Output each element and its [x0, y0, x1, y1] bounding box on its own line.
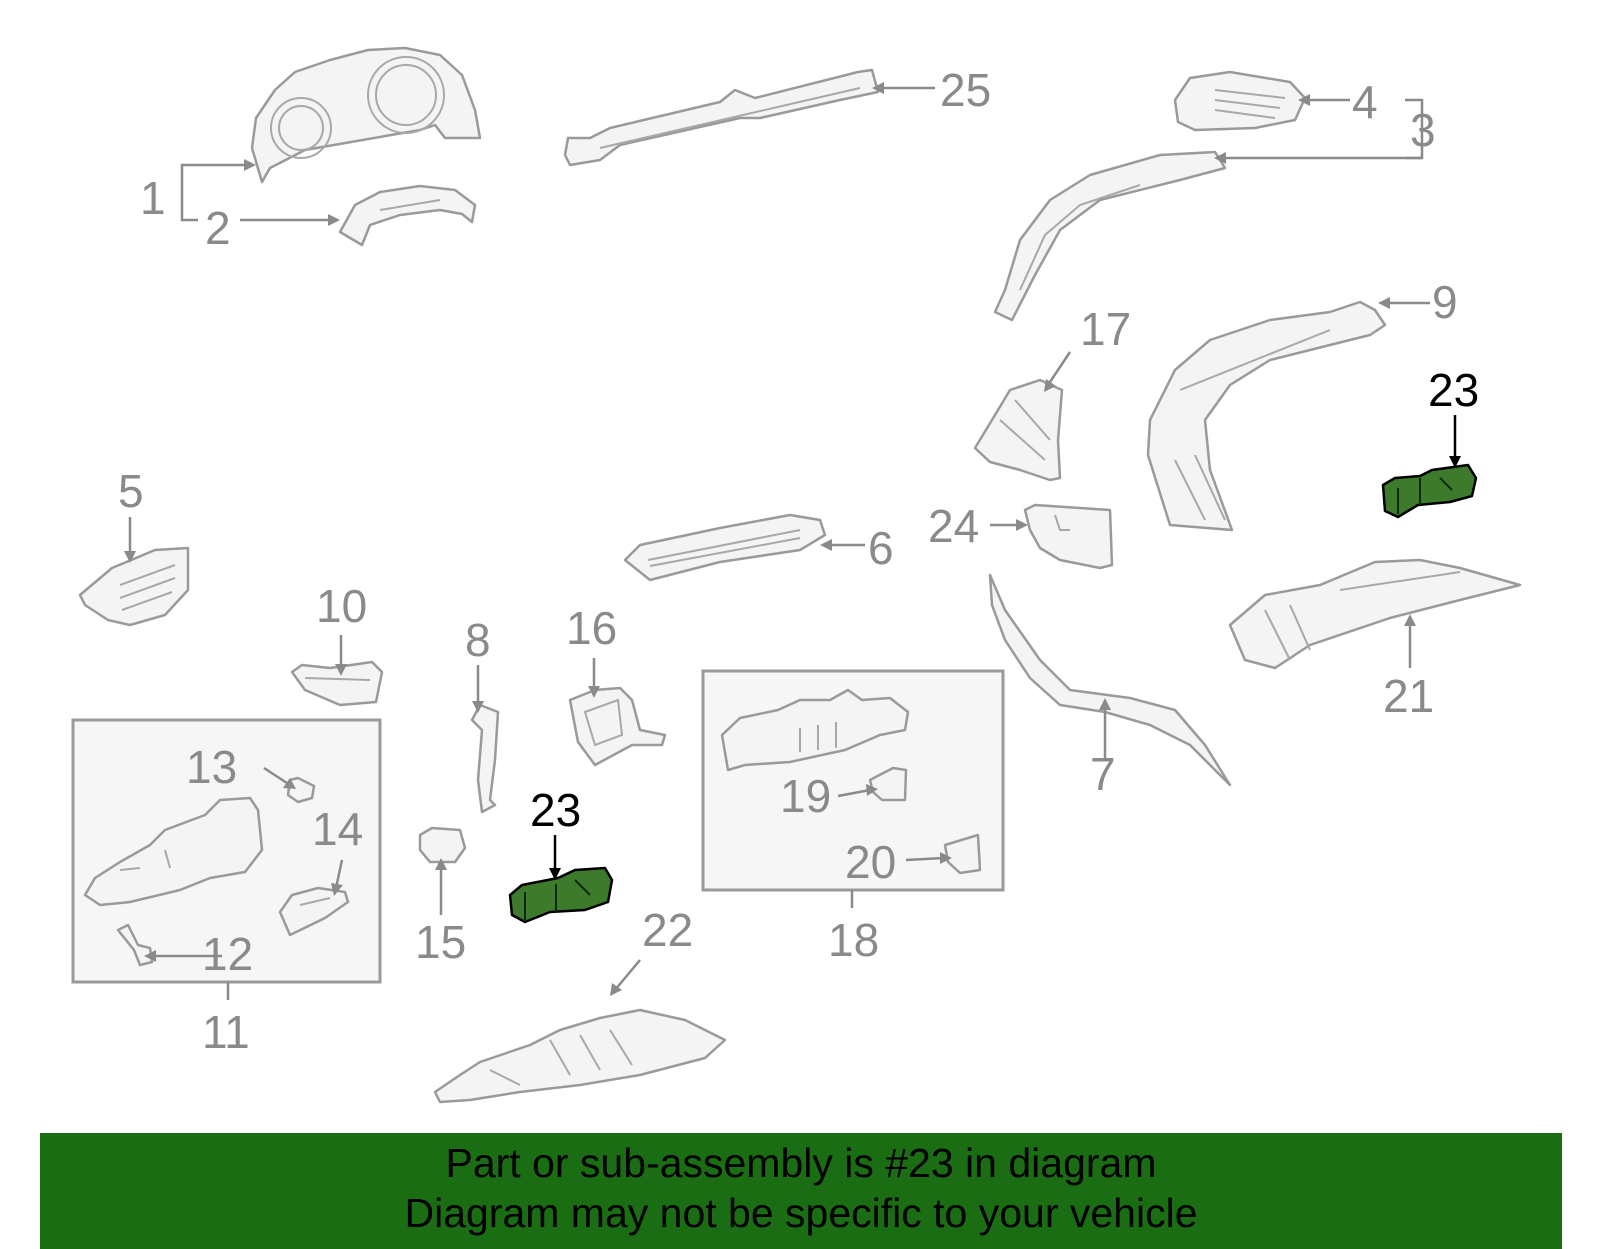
- callout-8: 8: [465, 614, 491, 666]
- callout-4: 4: [1352, 76, 1378, 128]
- leader-arrows: [124, 82, 1416, 996]
- part-9-duct: [1146, 300, 1387, 532]
- leader-lines: [128, 86, 1430, 1000]
- callout-15: 15: [415, 916, 466, 968]
- part-21-under-cover: [1228, 558, 1522, 670]
- callout-11: 11: [202, 1006, 250, 1058]
- part-8-brace: [470, 703, 500, 814]
- callout-5: 5: [118, 465, 144, 517]
- group-box-18: [701, 669, 1005, 892]
- part-17-bracket: [973, 378, 1064, 482]
- part-10-bracket: [290, 660, 384, 707]
- callout-16: 16: [566, 602, 617, 654]
- part-24-bracket: [1023, 503, 1114, 570]
- callout-9: 9: [1432, 276, 1458, 328]
- part-5-side-vent: [78, 546, 190, 627]
- callout-3: 3: [1410, 104, 1436, 156]
- info-banner: Part or sub-assembly is #23 in diagram D…: [40, 1133, 1562, 1249]
- leader-lines-highlight: [549, 415, 1461, 880]
- part-25-rail: [563, 68, 880, 167]
- callout-1: 1: [140, 172, 166, 224]
- part-7-trim-strip: [988, 573, 1232, 787]
- callout-14: 14: [312, 803, 363, 855]
- group-box-11: [71, 718, 382, 984]
- callout-10: 10: [316, 580, 367, 632]
- part-2-cluster-cover: [338, 184, 477, 247]
- part-6-center-vent: [623, 513, 827, 582]
- callout-7: 7: [1090, 748, 1116, 800]
- part-16-bracket: [568, 686, 667, 767]
- part-22-floor-pan: [433, 1008, 727, 1104]
- banner-line-1: Part or sub-assembly is #23 in diagram: [445, 1140, 1157, 1186]
- callout-23-right: 23: [1428, 364, 1479, 416]
- callout-17: 17: [1080, 303, 1131, 355]
- part-15-clip: [418, 826, 467, 864]
- callout-23-left: 23: [530, 784, 581, 836]
- part-23-highlighted-right: [1381, 463, 1478, 519]
- callout-13: 13: [186, 741, 237, 793]
- callout-21: 21: [1383, 670, 1434, 722]
- callout-12: 12: [202, 928, 253, 980]
- banner-line-2: Diagram may not be specific to your vehi…: [404, 1190, 1198, 1236]
- part-1-cluster-bezel: [250, 46, 482, 184]
- callout-6: 6: [868, 522, 894, 574]
- callout-22: 22: [642, 904, 693, 956]
- callout-24: 24: [928, 500, 979, 552]
- part-3-duct: [993, 150, 1227, 322]
- callout-25: 25: [940, 64, 991, 116]
- part-23-highlighted-left: [508, 866, 614, 924]
- callout-19: 19: [780, 770, 831, 822]
- part-4-vent: [1173, 70, 1307, 132]
- callout-18: 18: [828, 914, 879, 966]
- callout-2: 2: [205, 202, 231, 254]
- callout-20: 20: [845, 836, 896, 888]
